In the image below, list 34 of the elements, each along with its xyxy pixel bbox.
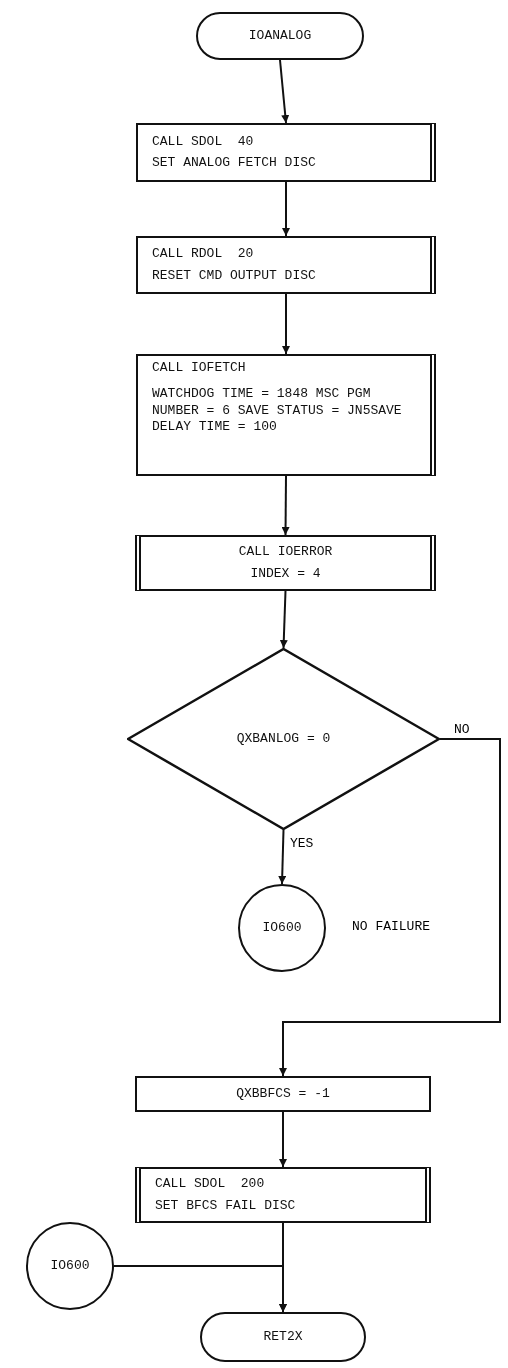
decision-diamond <box>127 648 440 830</box>
node-label: RET2X <box>263 1328 303 1346</box>
node-detail: SET ANALOG FETCH DISC <box>152 155 316 172</box>
arrow <box>113 1265 287 1313</box>
arrow <box>281 475 290 536</box>
process-box <box>135 535 436 591</box>
node-label: CALL IOERROR <box>238 544 333 561</box>
node-detail: RESET CMD OUTPUT DISC <box>152 267 316 284</box>
node-label: IO600 <box>262 919 302 937</box>
connector-circle <box>26 1222 114 1310</box>
node-detail: INDEX = 4 <box>250 565 321 582</box>
node-label: QXBANLOG = 0 <box>236 730 331 748</box>
node-detail: SET BFCS FAIL DISC <box>155 1197 296 1214</box>
process-box <box>136 236 436 294</box>
node-label: CALL RDOL 20 <box>152 246 254 263</box>
connector-circle <box>238 884 326 972</box>
process-box <box>135 1076 431 1112</box>
node-label: IOANALOG <box>248 27 312 45</box>
arrow <box>282 181 290 237</box>
node-label: CALL SDOL 200 <box>155 1176 265 1193</box>
arrow <box>279 59 290 124</box>
arrow <box>279 590 288 649</box>
process-box <box>136 123 436 182</box>
node-label: QXBBFCS = -1 <box>236 1085 330 1103</box>
arrow <box>278 829 287 885</box>
process-box <box>135 1167 431 1223</box>
arrow <box>282 293 290 355</box>
node-label: IO600 <box>50 1257 90 1275</box>
node-label: CALL IOFETCH <box>152 360 246 377</box>
node-label: CALL SDOL 40 <box>152 133 254 150</box>
arrow <box>279 1111 287 1168</box>
arrow <box>279 738 501 1077</box>
node-detail: WATCHDOG TIME = 1848 MSC PGM NUMBER = 6 SAVE STATUS = JN5SAVE DELAY TIME = 100 <box>152 386 403 435</box>
process-box <box>136 354 436 476</box>
